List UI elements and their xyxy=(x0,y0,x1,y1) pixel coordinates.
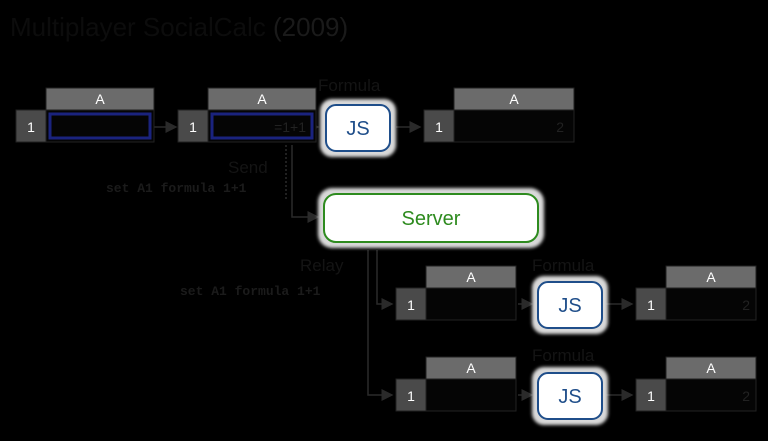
formula-label-top: Formula xyxy=(318,76,381,95)
row-header-label: 1 xyxy=(647,297,655,313)
arrow-relay-to-cell4 xyxy=(376,250,394,310)
arrow-relay-to-cell6 xyxy=(367,250,394,401)
spreadsheet-cell: A 1 xyxy=(395,265,517,321)
row-header-label: 1 xyxy=(407,388,415,404)
js-box-label: JS xyxy=(558,386,581,408)
spreadsheet-cell: A 1 =1+1 xyxy=(177,87,317,143)
title-main: Multiplayer SocialCalc xyxy=(10,12,266,42)
js-box-label: JS xyxy=(558,295,581,317)
row-header-label: 1 xyxy=(27,119,35,135)
row-header xyxy=(395,287,427,321)
row-header-label: 1 xyxy=(189,119,197,135)
column-header-label: A xyxy=(706,269,716,285)
spreadsheet-cell: A 1 xyxy=(395,356,517,412)
send-label: Send xyxy=(228,158,268,177)
cell-body[interactable] xyxy=(453,109,575,143)
column-header-label: A xyxy=(257,91,267,107)
row-header xyxy=(635,378,667,412)
js-box-body xyxy=(325,104,391,152)
row-header xyxy=(395,378,427,412)
cell-result-value: 2 xyxy=(556,119,564,135)
connector-arrows xyxy=(138,121,634,401)
row-header xyxy=(15,109,47,143)
cell-body[interactable] xyxy=(425,378,517,412)
send-command: set A1 formula 1+1 xyxy=(106,181,247,196)
cell-result-value: 2 xyxy=(742,388,750,404)
js-box-label: JS xyxy=(346,118,369,140)
title-year: (2009) xyxy=(273,12,349,42)
spreadsheet-cell: A 1 2 xyxy=(423,87,575,143)
js-engine-box: JS xyxy=(320,99,396,157)
formula-label-middle: Formula xyxy=(532,256,595,275)
spreadsheet-cell: A 1 2 xyxy=(635,356,757,412)
arrow-send-to-server xyxy=(291,145,320,223)
relay-label: Relay xyxy=(300,256,344,275)
formula-label-bottom: Formula xyxy=(532,346,595,365)
cell-selection xyxy=(48,112,152,140)
cell-input-value: =1+1 xyxy=(274,119,306,135)
spreadsheet-cell: A 1 xyxy=(15,87,155,143)
column-header-label: A xyxy=(95,91,105,107)
row-header-label: 1 xyxy=(647,388,655,404)
cell-result-value: 2 xyxy=(742,297,750,313)
relay-command: set A1 formula 1+1 xyxy=(180,284,321,299)
column-header-label: A xyxy=(466,360,476,376)
column-header-label: A xyxy=(509,91,519,107)
server-box: Server xyxy=(318,188,544,248)
server-box-label: Server xyxy=(402,208,461,230)
js-box-body xyxy=(537,372,603,420)
cell-selection xyxy=(210,112,314,140)
js-box-body xyxy=(537,281,603,329)
cell-body[interactable] xyxy=(665,378,757,412)
row-header-label: 1 xyxy=(407,297,415,313)
server-box-body xyxy=(323,193,539,243)
row-header xyxy=(423,109,455,143)
js-engine-box: JS xyxy=(532,367,608,425)
row-header-label: 1 xyxy=(435,119,443,135)
spreadsheet-cell: A 1 2 xyxy=(635,265,757,321)
column-header-label: A xyxy=(706,360,716,376)
js-engine-box: JS xyxy=(532,276,608,334)
diagram-title: Multiplayer SocialCalc (2009) xyxy=(10,12,348,43)
cell-body[interactable] xyxy=(665,287,757,321)
column-header-label: A xyxy=(466,269,476,285)
cell-body[interactable] xyxy=(425,287,517,321)
